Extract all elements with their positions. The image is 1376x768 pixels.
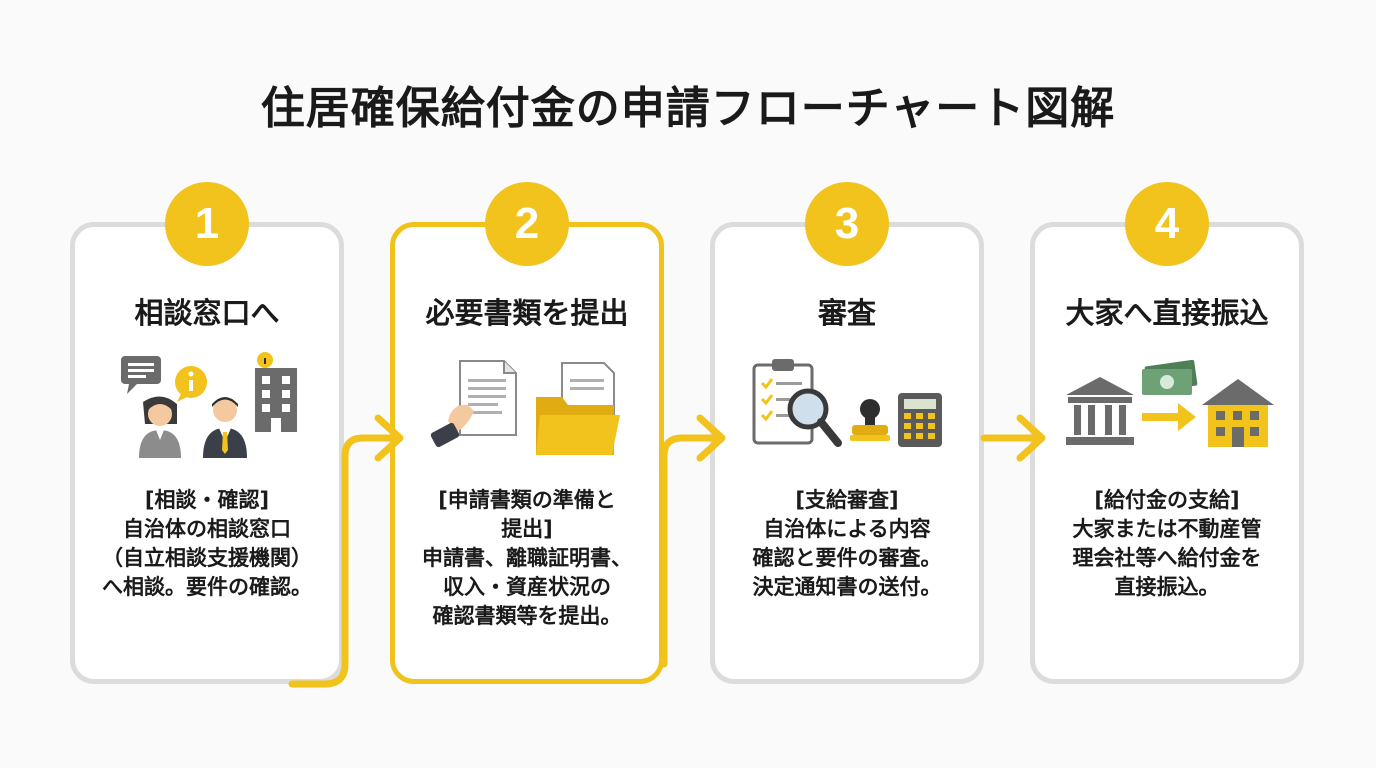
step-1-illustration	[121, 352, 297, 458]
house-icon	[1202, 379, 1274, 447]
connector-line-1-2	[288, 434, 398, 688]
speech-bubble-icon	[121, 356, 161, 394]
folder-icon	[536, 362, 620, 455]
bank-icon	[1066, 377, 1134, 445]
info-icon	[175, 366, 207, 402]
desc-line: [支給審査]	[795, 488, 899, 512]
step-4-illustration	[1066, 359, 1274, 447]
arrow-head-3-4	[1016, 414, 1046, 462]
step-3-illustration	[752, 359, 942, 447]
step-2-illustration	[430, 360, 620, 455]
step-card-2	[390, 222, 664, 684]
desc-line: 自治体による内容	[763, 517, 931, 541]
step-title-4: 大家へ直接振込	[1065, 296, 1269, 330]
desc-line: 決定通知書の送付。	[752, 575, 942, 599]
office-building-icon	[255, 352, 297, 432]
step-number-badge-4: 4	[1125, 182, 1209, 266]
step-description-4: [給付金の支給] 大家または不動産管 理会社等へ給付金を 直接振込。	[1042, 486, 1292, 602]
desc-line: 大家または不動産管	[1072, 517, 1262, 541]
desc-line: 確認書類等を提出。	[432, 604, 622, 628]
step-number-badge-1: 1	[165, 182, 249, 266]
connector-line-2-3	[660, 434, 720, 668]
desc-line: 収入・資産状況の	[443, 575, 611, 599]
desc-line: 理会社等へ給付金を	[1072, 546, 1262, 570]
desc-line: （自立相談支援機関）	[102, 546, 312, 570]
step-card-4	[1030, 222, 1304, 684]
page-title: 住居確保給付金の申請フローチャート図解	[260, 83, 1116, 134]
desc-line: へ相談。要件の確認。	[102, 575, 312, 599]
step-title-2: 必要書類を提出	[425, 296, 629, 330]
arrow-right-icon	[1142, 403, 1196, 431]
step-card-3	[710, 222, 984, 684]
man-consultant-icon	[203, 397, 247, 458]
desc-line: 申請書、離職証明書、	[422, 546, 632, 570]
desc-line: [申請書類の準備と	[438, 488, 616, 512]
arrow-head-1-2	[374, 414, 404, 462]
desc-line: 確認と要件の審査。	[752, 546, 942, 570]
step-number-badge-3: 3	[805, 182, 889, 266]
step-title-1: 相談窓口へ	[134, 296, 280, 330]
step-title-3: 審査	[817, 296, 876, 330]
stamp-icon	[850, 399, 890, 441]
step-description-1: [相談・確認] 自治体の相談窓口 （自立相談支援機関） へ相談。要件の確認。	[82, 486, 332, 602]
arrow-head-2-3	[696, 414, 726, 462]
calculator-icon	[898, 393, 942, 447]
step-description-3: [支給審査] 自治体による内容 確認と要件の審査。 決定通知書の送付。	[722, 486, 972, 602]
desc-line: [給付金の支給]	[1094, 488, 1240, 512]
magnifier-icon	[787, 388, 842, 447]
desc-line: 自治体の相談窓口	[123, 517, 291, 541]
desc-line: 直接振込。	[1114, 575, 1220, 599]
desc-line: [相談・確認]	[144, 488, 270, 512]
step-description-2: [申請書類の準備と 提出] 申請書、離職証明書、 収入・資産状況の 確認書類等を…	[402, 486, 652, 631]
desc-line: 提出]	[501, 517, 553, 541]
woman-consultant-icon	[139, 396, 181, 458]
money-icon	[1142, 359, 1198, 395]
step-number-badge-2: 2	[485, 182, 569, 266]
hand-document-icon	[430, 360, 517, 448]
